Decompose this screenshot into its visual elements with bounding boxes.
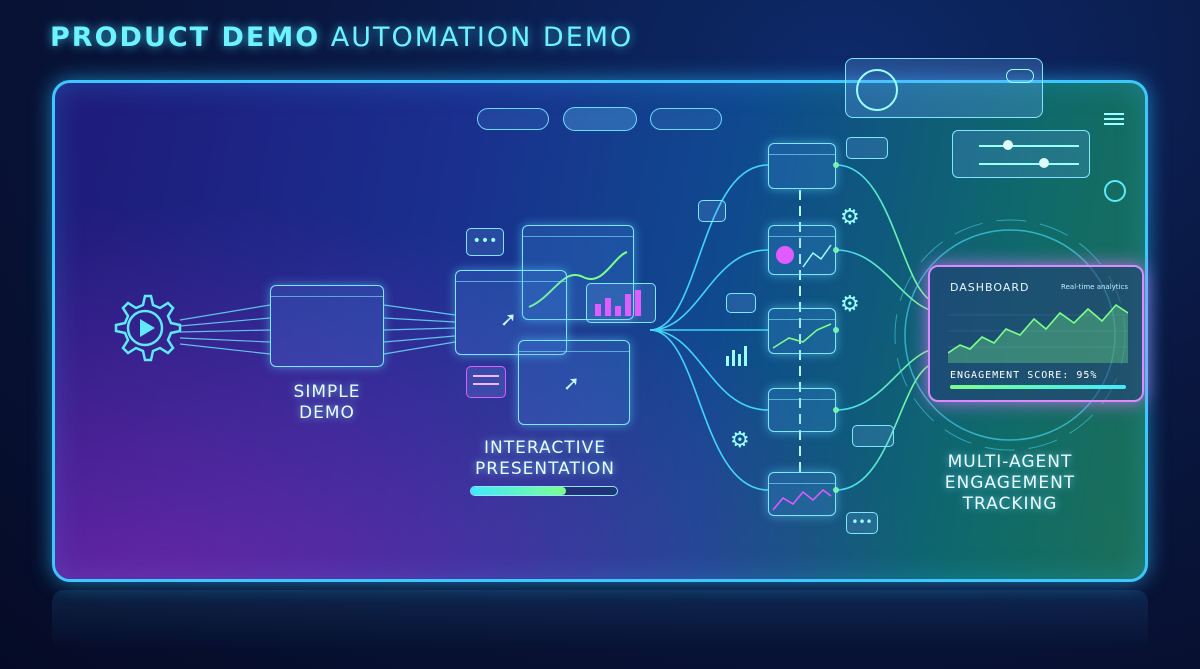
- user-chip: [852, 425, 894, 447]
- status-node-icon: [1104, 180, 1126, 202]
- nav-pill-active[interactable]: [563, 107, 637, 131]
- title-strong: PRODUCT DEMO: [50, 22, 321, 53]
- score-bar: [950, 385, 1126, 389]
- robot-arm-icon: ⚙: [840, 205, 860, 230]
- interactive-line2: PRESENTATION: [475, 459, 615, 479]
- hamburger-menu-icon[interactable]: [1104, 110, 1124, 128]
- agent-window-4[interactable]: [768, 388, 836, 432]
- cursor-click-icon: ➚: [500, 307, 517, 331]
- dashboard-title: DASHBOARD: [950, 281, 1030, 294]
- second-cursor-window[interactable]: ➚: [518, 340, 630, 425]
- agent-window-1[interactable]: [768, 143, 836, 189]
- chat-bubble-icon-2: •••: [846, 512, 878, 534]
- page-title: PRODUCT DEMO AUTOMATION DEMO: [50, 22, 633, 53]
- simple-line1: SIMPLE: [293, 382, 361, 402]
- simple-demo-label: SIMPLE DEMO: [270, 382, 384, 424]
- engagement-score: ENGAGEMENT SCORE: 95%: [950, 370, 1098, 381]
- chat-bubble-icon: •••: [466, 228, 504, 256]
- title-light: AUTOMATION DEMO: [330, 22, 634, 53]
- interactive-line1: INTERACTIVE: [484, 438, 606, 458]
- toggle-card[interactable]: [845, 58, 1043, 118]
- robot-arm-icon-3: ⚙: [730, 428, 750, 453]
- message-icon: [466, 366, 506, 398]
- screen-reflection: [52, 590, 1148, 650]
- presentation-progress: [470, 486, 618, 496]
- dashboard-panel[interactable]: DASHBOARD Real-time analytics ENGAGEMENT…: [928, 265, 1144, 402]
- tracking-line2: ENGAGEMENT: [944, 473, 1076, 493]
- small-menu-icon: [726, 293, 756, 313]
- interactive-label: INTERACTIVE PRESENTATION: [455, 438, 635, 480]
- nav-pill-power[interactable]: [650, 108, 722, 130]
- nav-pill-menu[interactable]: [477, 108, 549, 130]
- presentation-progress-fill: [471, 487, 566, 495]
- simple-demo-window[interactable]: [270, 285, 384, 367]
- robot-arm-icon-2: ⚙: [840, 292, 860, 317]
- play-gear-icon[interactable]: [107, 290, 183, 366]
- agent-window-5[interactable]: [768, 472, 836, 516]
- agent-window-2[interactable]: [768, 225, 836, 275]
- tracking-line3: TRACKING: [962, 494, 1058, 514]
- agent-window-3[interactable]: [768, 308, 836, 354]
- notification-chip: [846, 137, 888, 159]
- tracking-label: MULTI-AGENT ENGAGEMENT TRACKING: [920, 452, 1100, 515]
- small-chart-icon: [698, 200, 726, 222]
- mini-bar-icon: [722, 342, 754, 368]
- tracking-line1: MULTI-AGENT: [947, 452, 1073, 472]
- simple-line2: DEMO: [299, 403, 355, 423]
- chart-window[interactable]: [522, 225, 634, 320]
- dashboard-subtitle: Real-time analytics: [1061, 283, 1128, 291]
- slider-card[interactable]: [952, 130, 1090, 178]
- cursor-click-icon-2: ➚: [563, 371, 580, 395]
- bar-chart-icon: [586, 283, 656, 323]
